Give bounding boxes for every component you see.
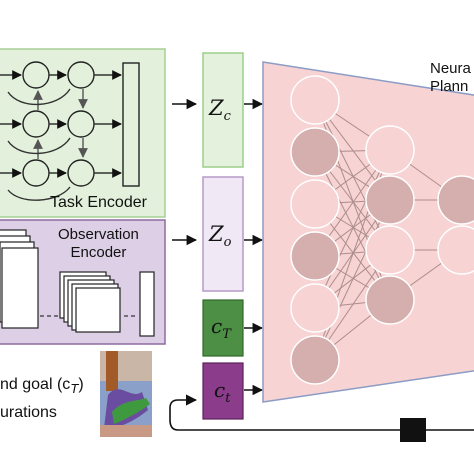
zo-label-sub: o [223,235,232,251]
observation-encoder-label-line2: Encoder [70,244,127,261]
task-encoder-graph [22,61,140,187]
goal-configuration-image [100,351,152,437]
encoder-output-arrows [172,98,198,246]
zc-label-base: Z [209,96,224,120]
observation-encoder-label-line1: Observation [58,226,139,243]
zo-box [202,176,244,292]
feedback-loop [169,394,474,431]
goal-caption-line1: nd goal (cT) [0,373,84,401]
task-encoder-edges [0,70,122,201]
cT-label: cT [211,314,231,342]
cT-label-base: c [211,314,223,338]
cT-label-sub: T [222,327,231,342]
neural-planner-label-line1: Neura [430,60,471,77]
planner-nodes [290,75,474,385]
ct-label: ct [214,378,230,406]
goal-caption-line1-end: ) [78,376,84,393]
zc-label: Zc [209,96,231,124]
ct-box [202,362,244,420]
goal-caption-line1-text: nd goal (c [0,376,71,393]
ct-label-base: c [214,378,226,402]
goal-caption-line2: urations [0,404,57,422]
neural-planner-label: Neura Plann [430,60,471,96]
goal-caption: nd goal (cT) urations [0,373,84,425]
goal-caption-line1-sub: T [70,381,79,397]
zc-label-sub: c [223,109,231,125]
zo-label: Zo [209,222,231,250]
latent-to-planner-arrows [244,98,264,396]
cT-box [202,299,244,357]
observation-encoder-layers [0,229,155,337]
zc-box [202,52,244,168]
neural-planner-label-line2: Plann [430,78,469,95]
task-encoder-label: Task Encoder [50,194,147,211]
feedback-block [400,418,426,442]
zo-label-base: Z [209,222,224,246]
observation-encoder-label: Observation Encoder [58,226,139,262]
ct-label-sub: t [225,391,231,406]
